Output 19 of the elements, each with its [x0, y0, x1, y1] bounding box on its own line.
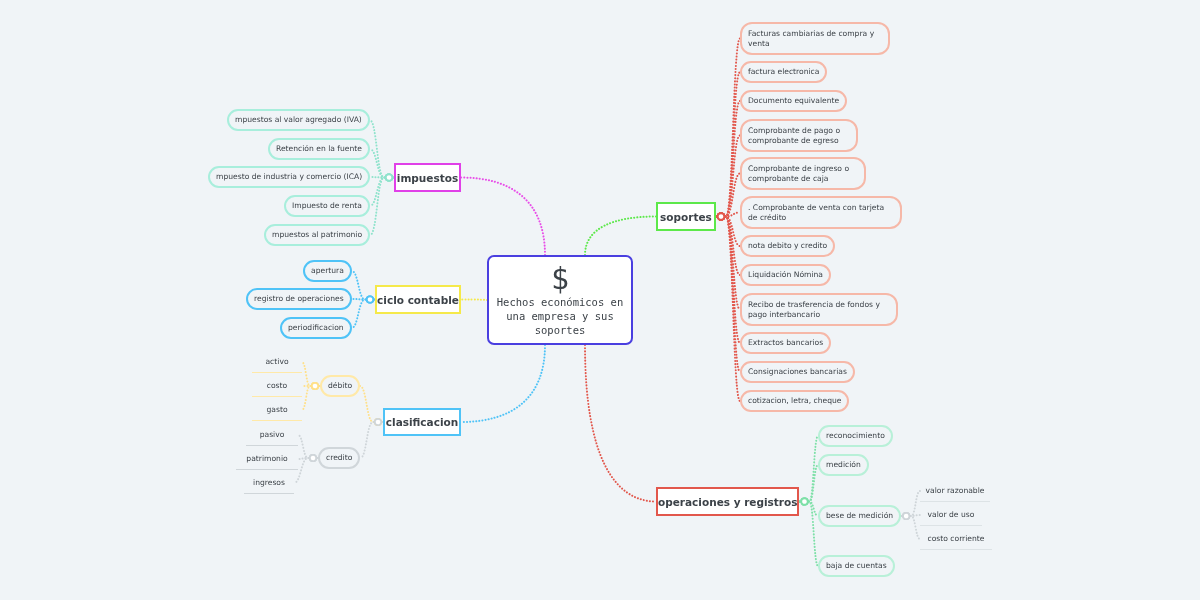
connector-line: [715, 212, 741, 402]
central-topic-box: [487, 255, 633, 345]
dollar-sign: $: [550, 263, 570, 295]
connector-line: [460, 176, 546, 256]
connector-line: [301, 381, 321, 411]
connector-line: [584, 215, 657, 256]
topic-box: clasificacion: [383, 408, 461, 436]
connector-line: [798, 497, 819, 567]
connector-line: [460, 344, 546, 423]
topic-title: Hechos económicos en una empresa y sus soportes: [495, 295, 625, 337]
connector-line: [584, 344, 657, 503]
connector-line: [350, 295, 376, 329]
topic-box: impuestos: [394, 163, 461, 192]
topic-box: soportes: [656, 202, 716, 231]
connector-line: [460, 298, 488, 301]
topic-box: ciclo contable: [375, 285, 461, 314]
connector-line: [359, 417, 384, 459]
topic-box: operaciones y registros: [656, 487, 800, 516]
connector-line: [369, 173, 395, 236]
